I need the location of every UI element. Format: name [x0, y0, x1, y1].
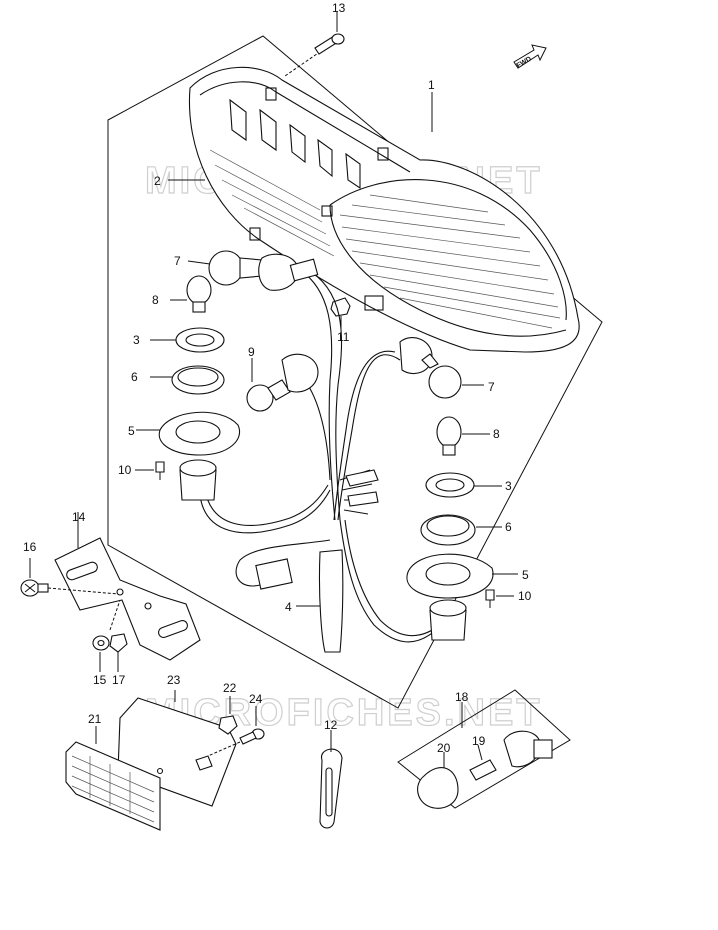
- callout-20: 20: [437, 741, 451, 755]
- bolt-16: [20, 558, 119, 597]
- bracket-14: [54, 512, 201, 661]
- reflector-21: [65, 726, 161, 831]
- callout-8-right: 8: [493, 427, 500, 441]
- callout-19: 19: [472, 734, 486, 748]
- gasket-3-left: [150, 327, 225, 353]
- callout-6-left: 6: [131, 370, 138, 384]
- callout-14: 14: [72, 510, 86, 524]
- callout-12: 12: [324, 718, 338, 732]
- fwd-arrow-icon: FWD: [513, 44, 547, 70]
- callout-24: 24: [249, 692, 263, 706]
- socket-left-lower: [179, 459, 217, 501]
- callout-labels: 13 1 2 7 8 3 6 5 10 9 11 7 8 3 6 5 10 4 …: [23, 1, 532, 755]
- leader-lines: [168, 92, 433, 607]
- callout-7-right: 7: [488, 380, 495, 394]
- callout-23: 23: [167, 673, 181, 687]
- washer-15: [92, 599, 121, 672]
- strap-12: [319, 730, 343, 829]
- nut-17: [109, 633, 128, 672]
- callout-17: 17: [112, 673, 126, 687]
- callout-5-left: 5: [128, 424, 135, 438]
- gasket-3-right: [425, 472, 502, 498]
- gasket-5-left: [136, 411, 241, 456]
- callout-8-left: 8: [152, 293, 159, 307]
- callout-16: 16: [23, 540, 37, 554]
- callout-4: 4: [285, 600, 292, 614]
- screw-10-left: [135, 461, 165, 480]
- callout-5-right: 5: [522, 568, 529, 582]
- socket-left-upper: [258, 253, 319, 291]
- callout-2: 2: [154, 174, 161, 188]
- callout-22: 22: [223, 681, 237, 695]
- callout-6-right: 6: [505, 520, 512, 534]
- callout-9: 9: [248, 345, 255, 359]
- callout-11: 11: [337, 330, 350, 344]
- screw-13: [284, 12, 345, 77]
- wiring-harness: [199, 267, 441, 653]
- bulb-20: [417, 752, 459, 809]
- screw-24: [207, 706, 265, 757]
- bulb-7-left: [187, 250, 263, 286]
- screw-10-right: [485, 589, 514, 608]
- socket-18: [461, 702, 553, 768]
- bulb-7-right: [421, 353, 484, 399]
- callout-10-right: 10: [518, 589, 532, 603]
- callout-3-left: 3: [133, 333, 140, 347]
- callout-3-right: 3: [505, 479, 512, 493]
- bulb-8-left: [170, 275, 212, 313]
- callout-1: 1: [428, 78, 435, 92]
- bulb-8-right: [436, 416, 490, 456]
- callout-18: 18: [455, 690, 469, 704]
- bulb-9: [246, 353, 319, 412]
- tail-lamp-housing: [188, 66, 580, 353]
- bulb-19: [469, 744, 497, 781]
- callout-15: 15: [93, 673, 107, 687]
- fwd-label: FWD: [516, 56, 533, 70]
- assembly-frame: [107, 35, 603, 709]
- ring-6-left: [150, 365, 225, 395]
- gasket-5-right: [406, 553, 518, 599]
- callout-10-left: 10: [118, 463, 132, 477]
- callout-13: 13: [332, 1, 346, 15]
- socket-right-lower: [429, 599, 467, 641]
- callout-21: 21: [88, 712, 102, 726]
- callout-7-left: 7: [174, 254, 181, 268]
- nut-22: [218, 696, 238, 735]
- ring-6-right: [420, 514, 502, 546]
